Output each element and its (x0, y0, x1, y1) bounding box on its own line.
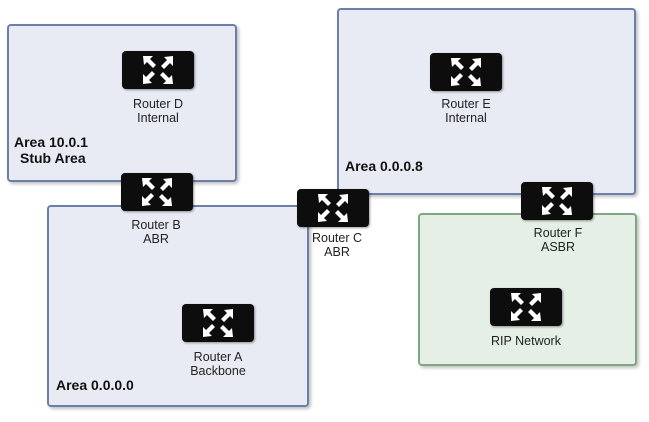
router-c-icon (297, 189, 369, 227)
area-0-0-0-8 (337, 8, 636, 195)
rip-router-icon (490, 288, 562, 326)
router-a-label: Router A Backbone (190, 350, 246, 378)
router-name: Router E (441, 97, 491, 111)
network-name: RIP Network (491, 334, 561, 348)
router-c-label: Router C ABR (312, 231, 362, 259)
router-role: Backbone (190, 364, 246, 378)
rip-network-label: RIP Network (491, 334, 561, 348)
router-e-label: Router E Internal (441, 97, 490, 125)
router-b-icon (121, 173, 193, 211)
area-0-0-0-8-label: Area 0.0.0.8 (345, 158, 423, 174)
router-role: Internal (137, 111, 179, 125)
area-type: Stub Area (20, 150, 86, 166)
router-b-label: Router B ABR (131, 218, 180, 246)
router-d-label: Router D Internal (133, 97, 183, 125)
area-name: Area 10.0.1 (14, 134, 88, 150)
router-name: Router F (533, 226, 583, 240)
router-role: ASBR (540, 240, 576, 254)
router-name: Router B (131, 218, 181, 232)
router-name: Router D (132, 97, 184, 111)
router-name: Router A (193, 350, 243, 364)
area-0-0-0-0-backbone (47, 205, 309, 407)
router-f-icon (521, 182, 593, 220)
area-10-0-1-stub (7, 24, 237, 182)
router-role: ABR (143, 232, 169, 246)
area-10-0-1-label: Area 10.0.1 Stub Area (14, 134, 88, 166)
router-name: Router C (311, 231, 363, 245)
router-a-icon (182, 304, 254, 342)
router-role: Internal (445, 111, 487, 125)
router-role: ABR (324, 245, 350, 259)
router-f-label: Router F ASBR (534, 226, 583, 254)
area-0-0-0-0-label: Area 0.0.0.0 (56, 377, 134, 393)
router-e-icon (430, 53, 502, 91)
router-d-icon (122, 51, 194, 89)
